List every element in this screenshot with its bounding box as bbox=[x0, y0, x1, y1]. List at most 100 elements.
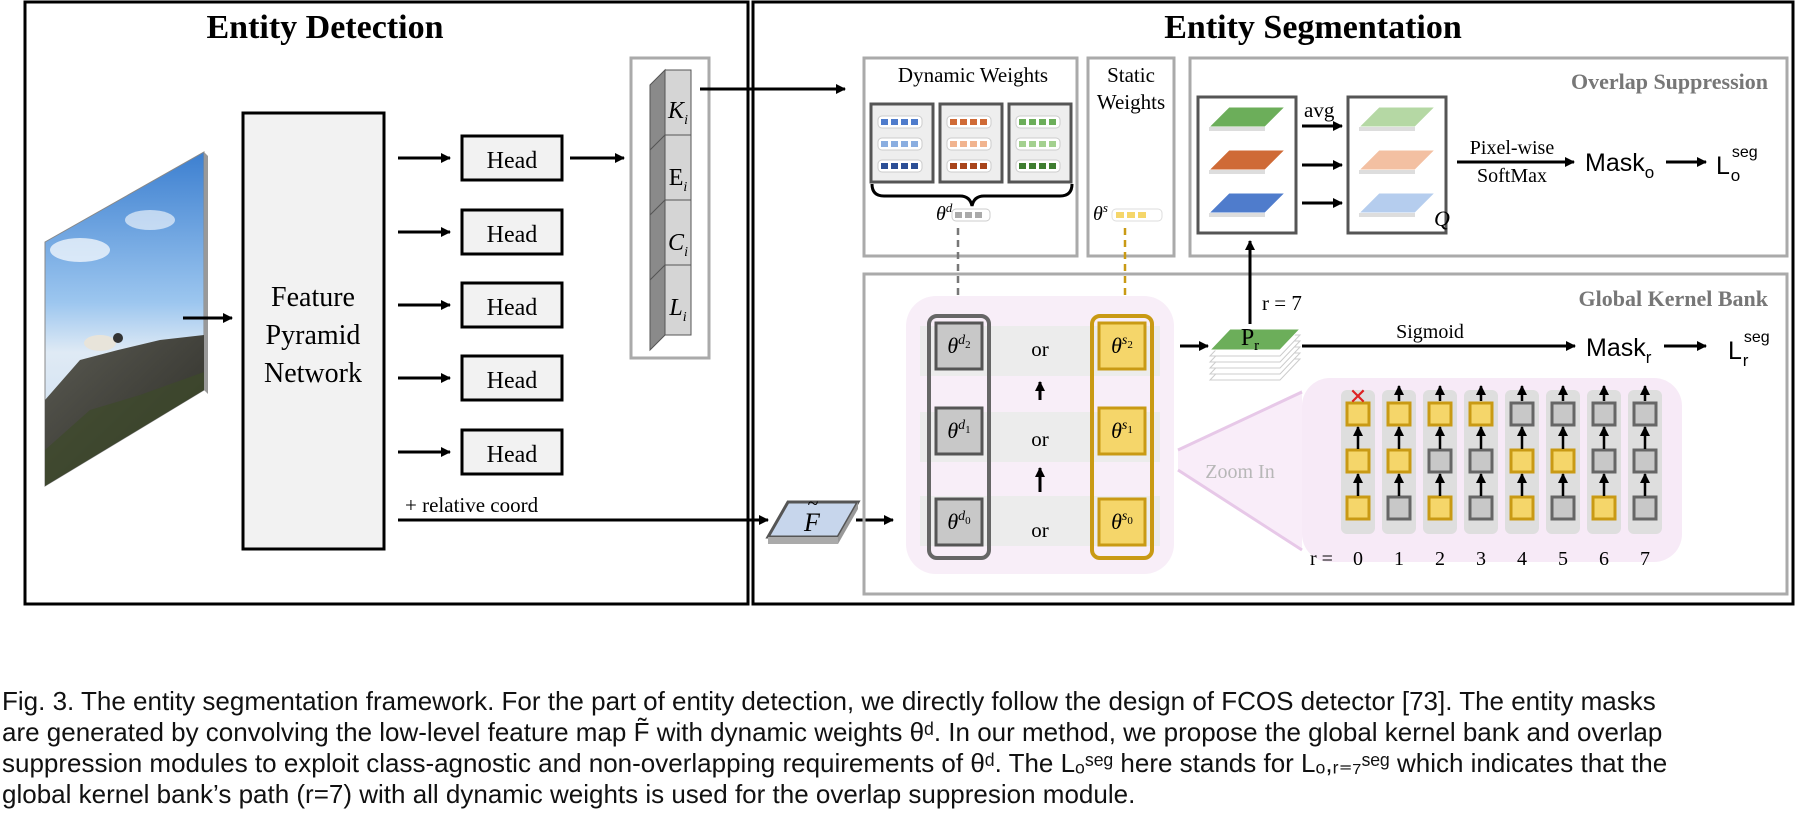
zoom-in-connector bbox=[1177, 390, 1303, 552]
svg-text:Li: Li bbox=[668, 295, 686, 325]
caption-line: are generated by convolving the low-leve… bbox=[2, 717, 1663, 747]
zoom-columns: ✕ bbox=[1341, 385, 1662, 534]
dynamic-kernel-cell bbox=[1632, 401, 1658, 427]
svg-text:Ki: Ki bbox=[667, 98, 688, 128]
fpn-label-line3: Network bbox=[264, 358, 362, 389]
stack-card-l: Li bbox=[649, 263, 692, 352]
dynamic-kernel-cell bbox=[1427, 448, 1453, 474]
input-image bbox=[44, 151, 208, 487]
static-kernel-cell bbox=[1345, 448, 1371, 474]
head-box-3 bbox=[460, 281, 564, 329]
head-label: Head bbox=[487, 442, 538, 468]
r-value-label: 5 bbox=[1558, 548, 1568, 570]
blocked-x-icon: ✕ bbox=[1349, 385, 1367, 410]
head-output-stack-frame bbox=[629, 56, 711, 360]
static-kernel-cell bbox=[1591, 495, 1617, 521]
theta-s-symbol: θs bbox=[1093, 200, 1108, 225]
static-kernel-cell bbox=[1386, 401, 1412, 427]
dynamic-kernel-cell bbox=[1468, 495, 1494, 521]
svg-text:Ci: Ci bbox=[668, 230, 688, 260]
entity-segmentation-title: Entity Segmentation bbox=[1164, 9, 1462, 46]
caption-line: Fig. 3. The entity segmentation framewor… bbox=[2, 686, 1656, 716]
theta-d-bar bbox=[951, 208, 991, 222]
static-kernel-cell bbox=[1345, 495, 1371, 521]
dynamic-kernel-cell bbox=[1550, 495, 1576, 521]
static-kernel-column bbox=[1090, 314, 1154, 560]
mask-o-label: Masko bbox=[1585, 149, 1654, 182]
dynamic-kernel-cell bbox=[1386, 495, 1412, 521]
overlap-input-stack bbox=[1196, 95, 1298, 235]
dynamic-kernel-cell bbox=[1468, 448, 1494, 474]
caption-line: global kernel bank’s path (r=7) with all… bbox=[2, 779, 1136, 809]
svg-text:Ei: Ei bbox=[669, 165, 688, 195]
global-kernel-bank-title: Global Kernel Bank bbox=[1579, 286, 1769, 311]
pixelwise-label-line1: Pixel-wise bbox=[1470, 137, 1555, 159]
head-box-5 bbox=[460, 428, 564, 476]
static-weights-label-line1: Static bbox=[1107, 63, 1155, 87]
pr-stack: Pr bbox=[1208, 325, 1302, 381]
svg-text:Q: Q bbox=[1434, 206, 1450, 231]
or-label: or bbox=[1031, 337, 1049, 361]
head-box-2 bbox=[460, 208, 564, 256]
caption-line: suppression modules to exploit class-agn… bbox=[2, 748, 1668, 778]
static-kernel-cell bbox=[1427, 401, 1453, 427]
static-kernel-cell bbox=[1386, 448, 1412, 474]
feature-map-f: F ~ bbox=[765, 493, 861, 544]
r-value-label: 3 bbox=[1476, 548, 1486, 570]
theta-d-symbol: θd bbox=[936, 200, 953, 225]
static-weights-box bbox=[1086, 56, 1176, 258]
sigmoid-label: Sigmoid bbox=[1396, 321, 1464, 343]
head-label: Head bbox=[487, 148, 538, 174]
r-equals-label: r = bbox=[1310, 548, 1333, 570]
dynamic-weights-box bbox=[862, 56, 1079, 258]
overlap-suppression-box bbox=[1188, 56, 1789, 258]
entity-detection-panel bbox=[23, 0, 750, 606]
static-kernel-cell bbox=[1550, 448, 1576, 474]
r7-label: r = 7 bbox=[1262, 291, 1302, 315]
static-kernel-cell bbox=[1427, 495, 1453, 521]
dynamic-weights-brace bbox=[870, 183, 1074, 207]
svg-text:F: F bbox=[803, 508, 821, 537]
static-kernel-cell bbox=[1468, 401, 1494, 427]
overlap-q-stack: Q bbox=[1346, 95, 1450, 235]
stack-card-k: Ki bbox=[649, 68, 692, 157]
dynamic-kernel-cell bbox=[1591, 448, 1617, 474]
global-kernel-bank-box bbox=[862, 272, 1789, 596]
head-label: Head bbox=[487, 368, 538, 394]
figure-caption: Fig. 3. The entity segmentation framewor… bbox=[2, 686, 1802, 810]
overlap-suppression-title: Overlap Suppression bbox=[1571, 69, 1768, 94]
theta-s-bar bbox=[1111, 208, 1163, 222]
r-value-label: 2 bbox=[1435, 548, 1445, 570]
r-value-label: 0 bbox=[1353, 548, 1363, 570]
static-kernel-cell bbox=[1509, 448, 1535, 474]
zoom-in-label: Zoom In bbox=[1205, 461, 1274, 483]
kernel-grid: θd2 θd1 θd0 θs2 θs1 θs0 or or or bbox=[906, 296, 1174, 574]
framework-diagram: Entity Detection Feature Pyramid Network… bbox=[23, 0, 1795, 606]
static-kernel-cell bbox=[1345, 401, 1371, 427]
head-output-stack: Ki Ei Ci Li bbox=[649, 68, 692, 352]
dynamic-weight-groups bbox=[869, 102, 1074, 207]
dynamic-kernel-cell bbox=[1632, 495, 1658, 521]
head-label: Head bbox=[487, 222, 538, 248]
pixelwise-label-line2: SoftMax bbox=[1477, 165, 1547, 187]
mask-r-label: Maskr bbox=[1586, 334, 1652, 367]
dynamic-weights-label: Dynamic Weights bbox=[898, 63, 1048, 87]
r-value-label: 6 bbox=[1599, 548, 1609, 570]
r-value-label: 7 bbox=[1640, 548, 1650, 570]
heads: Head Head Head Head Head bbox=[398, 134, 625, 476]
r-value-label: 1 bbox=[1394, 548, 1404, 570]
dynamic-kernel-cell bbox=[1632, 448, 1658, 474]
static-weights-label-line2: Weights bbox=[1097, 90, 1165, 114]
stack-card-c: Ci bbox=[649, 198, 692, 287]
static-kernel-cell bbox=[1509, 495, 1535, 521]
head-box-4 bbox=[460, 354, 564, 402]
fpn-label-line2: Pyramid bbox=[266, 320, 361, 351]
head-box-1 bbox=[460, 134, 564, 182]
entity-detection-title: Entity Detection bbox=[206, 9, 443, 46]
head-label: Head bbox=[487, 295, 538, 321]
dynamic-kernel-cell bbox=[1591, 401, 1617, 427]
dynamic-kernel-cell bbox=[1509, 401, 1535, 427]
entity-segmentation-panel bbox=[751, 0, 1795, 606]
